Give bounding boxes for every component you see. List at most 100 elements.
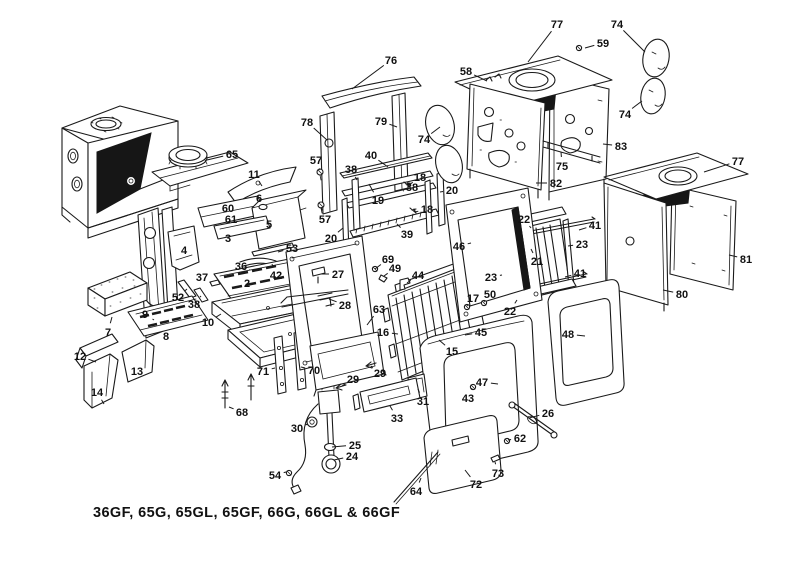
flue-collar-assembly [151,145,249,192]
part-label-15: 15 [446,346,458,358]
part-label-47: 47 [476,377,488,389]
leader-line-38 [354,176,358,181]
part-label-60: 60 [222,203,234,215]
leader-line-41 [578,227,587,231]
leader-line-48 [576,334,586,337]
leader-line-63 [366,315,375,326]
leader-line-74 [430,126,441,135]
part-label-80: 80 [676,289,688,301]
part-label-5: 5 [266,219,272,231]
part-label-74: 74 [611,19,624,31]
leader-line-49 [383,272,388,277]
part-label-76: 76 [385,55,397,67]
leader-line-20 [337,227,344,233]
leader-line-47 [490,382,499,385]
pivot-arrows-29 [335,361,377,391]
leader-line-79 [389,123,398,128]
part-label-26: 26 [542,408,554,420]
part-label-2: 2 [244,278,250,290]
part-label-6: 6 [256,193,262,205]
leader-line-65 [206,155,224,161]
leader-line-16 [391,332,399,335]
leader-line-33 [389,405,393,411]
lower-door-frame [309,331,387,397]
part-label-28: 28 [339,300,351,312]
part-label-25: 25 [349,440,361,452]
part-label-7: 7 [105,327,111,339]
leader-line-50 [483,300,486,303]
part-label-4: 4 [181,245,188,257]
part-label-81: 81 [740,254,752,266]
part-label-54: 54 [269,470,282,482]
leader-line-59 [584,44,595,49]
part-label-53: 53 [286,243,298,255]
bottom-grate [127,295,209,337]
leader-line-44 [406,279,411,284]
part-label-77: 77 [551,19,563,31]
leader-line-57 [318,168,321,171]
leader-line-69 [374,264,382,270]
leader-line-39 [396,223,401,228]
part-label-16: 16 [377,327,389,339]
part-label-70: 70 [308,365,320,377]
part-label-49: 49 [389,263,401,275]
part-label-64: 64 [410,486,423,498]
firebrick [87,271,148,317]
leader-line-68 [228,406,234,410]
part-label-18: 18 [421,204,433,216]
glass-door-frame [445,187,543,323]
part-label-30: 30 [291,423,303,435]
leader-line-19 [368,183,375,193]
leader-line-80 [662,289,674,293]
part-label-63: 63 [373,304,385,316]
leader-line-15 [438,339,446,346]
leader-line-77 [527,30,552,63]
part-label-27: 27 [332,269,344,281]
glass-door-right [547,279,625,406]
leader-line-57 [320,206,323,211]
ash-door [423,415,502,494]
thermostat-assembly [285,384,341,495]
part-label-71: 71 [257,366,269,378]
leader-line-22 [514,299,518,304]
leader-line-10 [215,313,222,318]
part-label-40: 40 [365,150,377,162]
baffle-plates [167,166,307,303]
leader-line-62 [507,439,512,441]
part-label-74: 74 [418,134,431,146]
part-label-75: 75 [556,161,568,173]
leader-line-81 [728,254,738,258]
part-label-52: 52 [172,292,184,304]
leader-line-11 [258,181,263,187]
part-label-36: 36 [235,261,247,273]
leader-line-12 [88,358,97,363]
handle-rod [508,401,558,439]
leader-line-18 [408,181,413,186]
part-label-44: 44 [412,270,425,282]
part-label-69: 69 [382,254,394,266]
part-label-78: 78 [301,117,313,129]
leader-line-40 [378,159,389,168]
part-label-22: 22 [518,214,530,226]
part-label-41: 41 [589,220,601,232]
part-label-37: 37 [196,272,208,284]
leader-line-45 [464,333,473,336]
oval-lids [425,38,670,184]
part-label-68: 68 [236,407,248,419]
part-label-22: 22 [504,306,516,318]
leader-line-30 [305,423,309,426]
part-label-72: 72 [470,479,482,491]
leader-line-23 [567,244,574,247]
leader-line-24 [333,457,344,461]
part-label-43: 43 [462,393,474,405]
part-label-19: 19 [372,195,384,207]
leader-line-43 [470,387,473,390]
part-label-73: 73 [492,468,504,480]
part-label-8: 8 [163,331,169,343]
part-label-38: 38 [188,299,200,311]
leader-line-74 [631,100,643,109]
part-label-65: 65 [226,149,238,161]
leader-line-77 [703,163,730,173]
